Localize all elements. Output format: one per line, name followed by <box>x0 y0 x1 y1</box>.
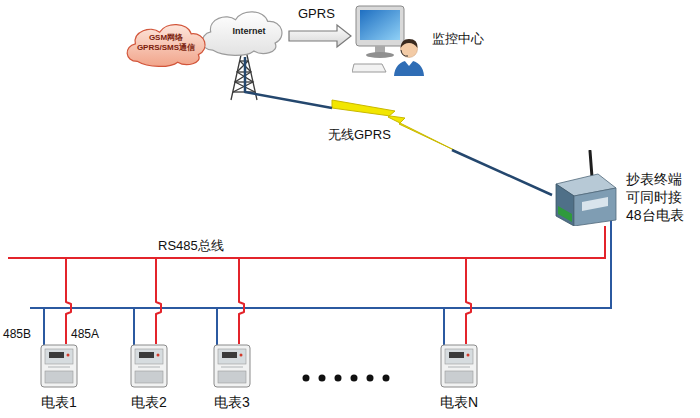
meter-display <box>139 352 154 358</box>
ellipsis-dots <box>303 375 390 382</box>
terminal-block <box>558 206 572 222</box>
monitor-stand <box>375 46 385 53</box>
edge-label: 无线GPRS <box>328 127 391 143</box>
meter-case <box>214 345 250 387</box>
node-text: 抄表终端 可同时接 48台电表 <box>626 170 684 224</box>
dot <box>383 375 390 382</box>
bus-drop-b <box>133 308 135 345</box>
meter-terminal-cover <box>45 371 73 383</box>
node-text: 监控中心 <box>432 31 484 47</box>
terminal-plate <box>582 197 608 211</box>
meter-panel <box>135 349 163 364</box>
meter-display <box>449 352 464 358</box>
meter-display <box>222 352 237 358</box>
meter-led <box>67 354 70 357</box>
bus-wire-a <box>66 226 605 344</box>
meter-icon <box>213 344 251 388</box>
monitoring-center: 监控中心 <box>352 2 484 76</box>
bus-wire-a <box>8 257 66 259</box>
terminal-side <box>574 188 616 226</box>
operator-body <box>394 60 424 76</box>
meter-panel <box>218 349 246 364</box>
meter-led <box>240 354 243 357</box>
node-text: 电表N <box>440 394 478 410</box>
bus-wire-b <box>30 215 611 308</box>
node-text: Internet <box>232 25 265 37</box>
meter-led <box>467 354 470 357</box>
operator-hair <box>401 39 418 48</box>
network-cloud: GSM网络 GPRS/SMS通信 <box>121 18 211 68</box>
bus-drop-b <box>443 308 445 345</box>
lightning-bolt <box>332 100 454 150</box>
cloud-shape <box>202 12 282 56</box>
keyboard <box>352 64 386 72</box>
dot <box>351 375 358 382</box>
meter-reading-terminal: 抄表终端 可同时接 48台电表 <box>552 150 684 226</box>
node-text: 电表2 <box>131 394 167 410</box>
electric-meter: 电表2 <box>130 344 168 410</box>
meter-terminal-cover <box>445 371 473 383</box>
text-group: 监控中心 <box>432 31 484 47</box>
meter-case <box>41 345 77 387</box>
dot <box>319 375 326 382</box>
computer-icon <box>352 2 426 76</box>
meter-line <box>48 367 70 368</box>
edge-label: GPRS <box>298 6 335 22</box>
meter-terminal-cover <box>135 371 163 383</box>
electric-meter: 电表1 <box>40 344 78 410</box>
meter-icon <box>130 344 168 388</box>
text-group: 抄表终端 可同时接 48台电表 <box>626 170 684 224</box>
electric-meter: 电表N <box>440 344 478 410</box>
node-text: 电表3 <box>214 394 250 410</box>
bus-name: RS485总线 <box>158 238 224 254</box>
bus-drop-b <box>43 308 45 345</box>
monitor-frame <box>356 6 404 46</box>
meter-panel <box>445 349 473 364</box>
internet-cloud: Internet <box>196 5 288 57</box>
signal-name: 485A <box>71 326 99 342</box>
data-link-arrow <box>289 25 351 47</box>
bus-drop-b <box>216 308 218 345</box>
text-group: 电表2 <box>131 394 167 410</box>
bus-wire-a <box>466 226 605 344</box>
antenna <box>590 151 592 177</box>
electric-meter: 电表3 <box>213 344 251 410</box>
cloud-shape <box>127 25 205 67</box>
meter-line <box>138 367 160 368</box>
meter-icon <box>40 344 78 388</box>
headset-mic <box>401 50 408 56</box>
meter-case <box>441 345 477 387</box>
dot <box>367 375 374 382</box>
meter-display <box>49 352 64 358</box>
meter-line <box>221 367 243 368</box>
terminal-device-icon <box>552 150 618 226</box>
text-group: 电表1 <box>41 394 77 410</box>
dot <box>303 375 310 382</box>
meter-terminal-cover <box>218 371 246 383</box>
text-group: 电表N <box>440 394 478 410</box>
meter-led <box>157 354 160 357</box>
dot <box>335 375 342 382</box>
monitor-base <box>366 52 394 58</box>
meter-panel <box>45 349 73 364</box>
node-text: GSM网络 GPRS/SMS通信 <box>137 33 195 53</box>
bus-wire-a <box>239 226 605 344</box>
signal-name: 485B <box>3 326 31 342</box>
meter-line <box>448 367 470 368</box>
text-group: 电表3 <box>214 394 250 410</box>
operator-collar <box>404 60 414 66</box>
bus-wire-a <box>156 226 605 344</box>
monitor-screen <box>360 10 400 40</box>
meter-case <box>131 345 167 387</box>
meter-icon <box>440 344 478 388</box>
node-text: 电表1 <box>41 394 77 410</box>
terminal-front <box>556 184 574 226</box>
wireless-link <box>245 57 552 195</box>
